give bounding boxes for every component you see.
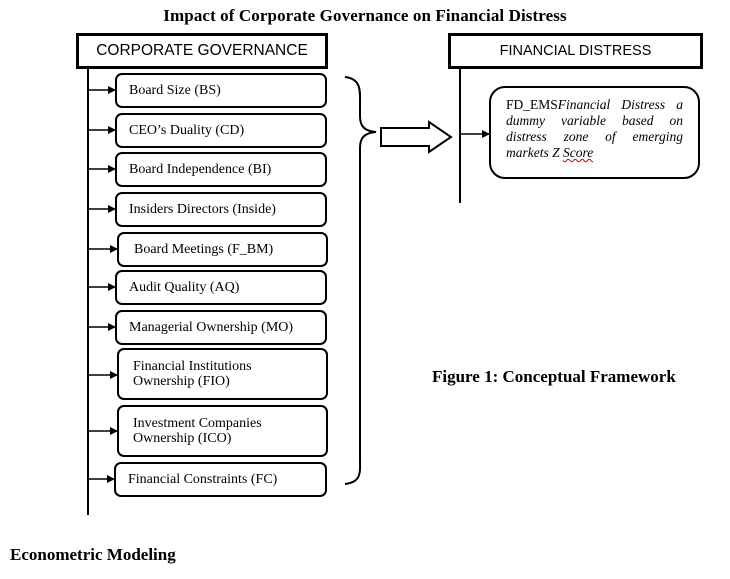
variable-label-line2: Ownership (FIO) <box>133 374 230 389</box>
dependent-variable-description: Financial Distress a dummy variable base… <box>506 97 683 160</box>
variable-box-bi: Board Independence (BI) <box>115 152 327 187</box>
variable-box-mo: Managerial Ownership (MO) <box>115 310 327 345</box>
variable-label: Audit Quality (AQ) <box>129 280 240 295</box>
variable-box-aq: Audit Quality (AQ) <box>115 270 327 305</box>
curly-brace <box>344 76 377 485</box>
variable-box-fio: Financial Institutions Ownership (FIO) <box>117 348 328 400</box>
figure-caption: Figure 1: Conceptual Framework <box>432 367 676 386</box>
variable-box-inside: Insiders Directors (Inside) <box>115 192 327 227</box>
variable-box-bs: Board Size (BS) <box>115 73 327 108</box>
variable-label: Insiders Directors (Inside) <box>129 202 276 217</box>
variable-label: Board Size (BS) <box>129 83 221 98</box>
variable-label: Board Independence (BI) <box>129 162 272 177</box>
variable-box-fbm: Board Meetings (F_BM) <box>117 232 328 267</box>
variable-label: Managerial Ownership (MO) <box>129 320 294 335</box>
dependent-variable-box: FD_EMSFinancial Distress a dummy variabl… <box>489 86 700 179</box>
branch-arrows <box>88 86 490 483</box>
dependent-variable-score-word: Score <box>563 145 594 160</box>
variable-label: Financial Institutions <box>133 359 252 374</box>
variable-label: Financial Constraints (FC) <box>128 472 278 487</box>
variable-label-group: Financial Institutions Ownership (FIO) <box>133 359 252 389</box>
variable-label: CEO’s Duality (CD) <box>129 123 245 138</box>
variable-label: Board Meetings (F_BM) <box>134 242 274 257</box>
variable-box-cd: CEO’s Duality (CD) <box>115 113 327 148</box>
right-trunk-line <box>459 69 461 203</box>
variable-box-ico: Investment Companies Ownership (ICO) <box>117 405 328 457</box>
variable-label-group: Investment Companies Ownership (ICO) <box>133 416 262 446</box>
block-arrow <box>380 120 453 154</box>
corporate-governance-header: CORPORATE GOVERNANCE <box>76 33 328 69</box>
financial-distress-header: FINANCIAL DISTRESS <box>448 33 703 69</box>
variable-box-fc: Financial Constraints (FC) <box>114 462 327 497</box>
left-trunk-line <box>87 69 89 515</box>
financial-distress-header-label: FINANCIAL DISTRESS <box>499 43 652 59</box>
dependent-variable-name: FD_EMS <box>506 97 558 112</box>
variable-label: Investment Companies <box>133 416 262 431</box>
diagram-title: Impact of Corporate Governance on Financ… <box>163 6 567 25</box>
corporate-governance-header-label: CORPORATE GOVERNANCE <box>96 42 308 59</box>
variable-label-line2: Ownership (ICO) <box>133 431 232 446</box>
section-heading: Econometric Modeling <box>10 545 176 564</box>
